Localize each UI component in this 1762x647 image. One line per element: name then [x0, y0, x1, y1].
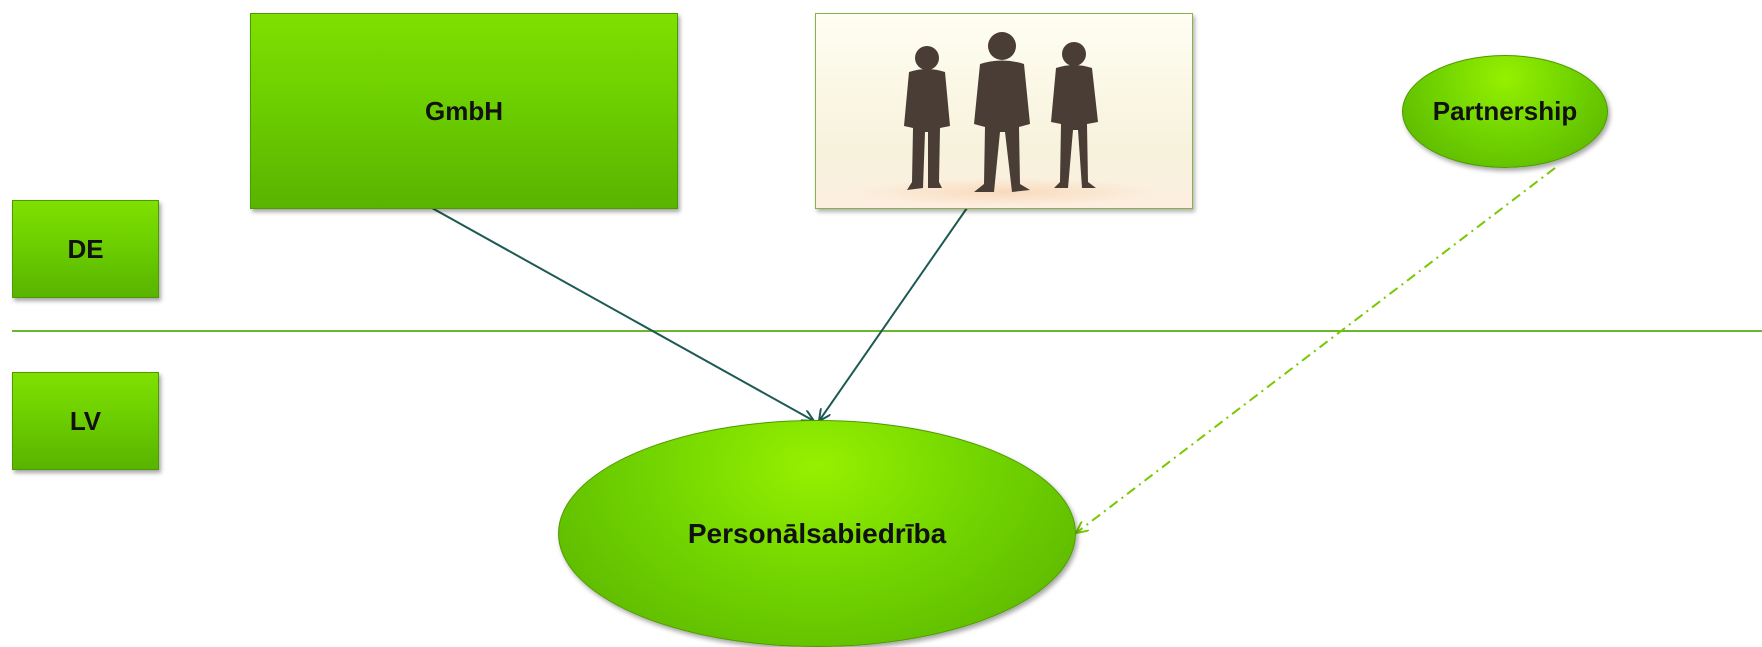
arrow-gmbh-to-personalsabiedriba [431, 207, 814, 421]
partnership-node: Partnership [1402, 55, 1608, 168]
partnership-label: Partnership [1432, 96, 1578, 126]
personalsabiedriba-node: Personālsabiedrība [558, 420, 1076, 647]
dashed-arrow-partnership-to-personalsabiedriba [1076, 167, 1556, 533]
gmbh-node: GmbH [250, 13, 678, 209]
three-people-silhouette-icon [856, 32, 1156, 206]
gmbh-label: GmbH [425, 95, 503, 126]
lv-country-node: LV [12, 372, 159, 470]
people-image-node [815, 13, 1193, 209]
lv-label: LV [69, 405, 102, 436]
arrow-people-to-personalsabiedriba [819, 207, 968, 421]
de-country-node: DE [12, 200, 159, 298]
de-label: DE [67, 233, 104, 264]
personalsabiedriba-label: Personālsabiedrība [687, 517, 947, 549]
